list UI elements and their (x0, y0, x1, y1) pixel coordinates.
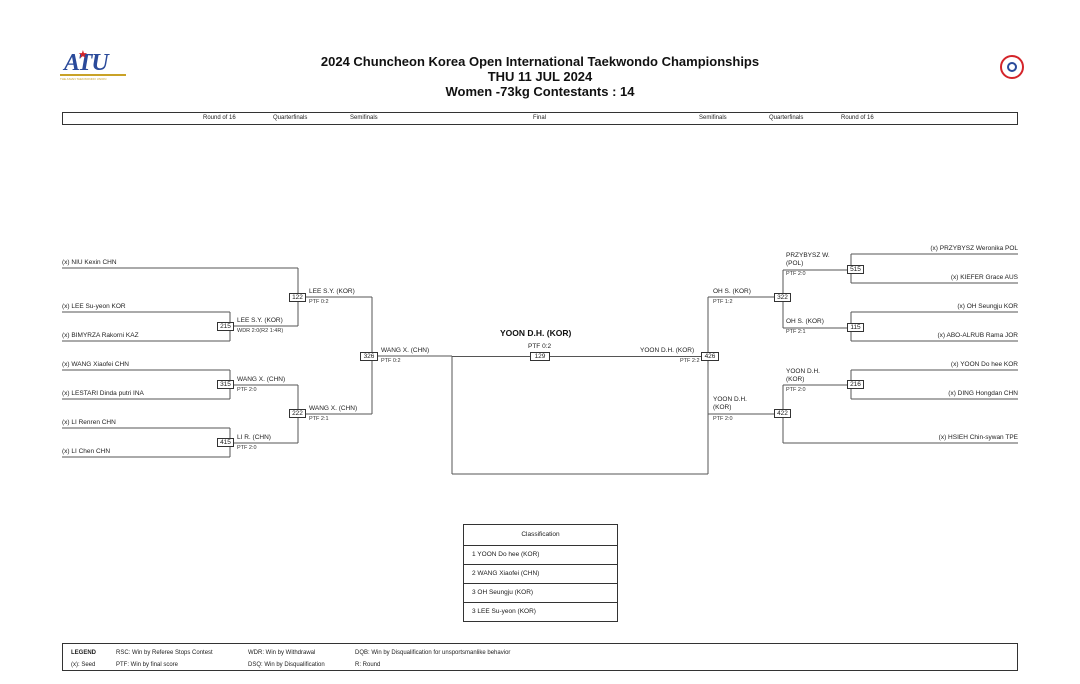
right-qf-winner-line2: (KOR) (786, 376, 805, 383)
legend-rsc: RSC: Win by Referee Stops Contest (116, 650, 213, 656)
champion-name: YOON D.H. (KOR) (500, 328, 572, 338)
legend-ptf: PTF: Win by final score (116, 662, 179, 668)
left-sf-winner: LEE S.Y. (KOR) (309, 288, 355, 295)
logo-bar (60, 74, 126, 76)
logo-star-icon: ★ (78, 49, 88, 61)
right-finalist: YOON D.H. (KOR) (640, 347, 695, 354)
left-qf-score: WDR 2:0(R2 1:4R) (237, 328, 284, 334)
left-sf-score: PTF 2:1 (309, 416, 329, 422)
left-r16-entry: (x) BIMYRZA Rakorni KAZ (62, 332, 139, 339)
left-qf-score: PTF 2:0 (237, 387, 257, 393)
match-number-box: 415 (217, 438, 234, 447)
right-finalist-score: PTF 2:2 (680, 358, 700, 364)
right-r16-entry: (x) YOON Do hee KOR (950, 361, 1018, 368)
right-sf-winner-line1: YOON D.H. (713, 396, 747, 403)
round-label-right-sf: Semifinals (699, 115, 727, 121)
right-sf-winner-line2: (KOR) (713, 404, 732, 411)
round-label-right-r16: Round of 16 (841, 115, 874, 121)
legend-label: LEGEND (71, 650, 97, 656)
logo-text: ATU (64, 50, 109, 76)
right-qf-winner-line1: PRZYBYSZ W. (786, 252, 830, 259)
right-qf-winner-line2: (POL) (786, 260, 804, 267)
final-score: PTF 0:2 (528, 343, 552, 350)
match-number-box: 426 (701, 352, 719, 361)
match-number-box: 422 (774, 409, 791, 418)
right-qf-score: PTF 2:1 (786, 329, 806, 335)
left-r16-entry: (x) LEE Su-yeon KOR (62, 303, 126, 310)
legend-dsq: DSQ: Win by Disqualification (248, 662, 325, 668)
left-r16-entry: (x) NIU Kexin CHN (62, 259, 117, 266)
match-number-box: 215 (217, 322, 234, 331)
right-r16-entry: (x) KIEFER Grace AUS (950, 274, 1018, 281)
round-label-left-r16: Round of 16 (203, 115, 236, 121)
logo-subtitle: THE ASIAN TAEKWONDO UNION (60, 77, 107, 81)
legend-round: R: Round (355, 662, 381, 668)
left-r16-entry: (x) WANG Xiaofei CHN (62, 361, 129, 368)
right-sf-score: PTF 1:2 (713, 299, 733, 305)
round-label-left-sf: Semifinals (350, 115, 378, 121)
weight-category: Women -73kg Contestants : 14 (445, 84, 635, 99)
round-label-left-qf: Quarterfinals (273, 115, 308, 121)
right-r16-entry: (x) ABO-ALRUB Rama JOR (937, 332, 1018, 339)
legend-box: LEGEND (x): Seed RSC: Win by Referee Sto… (62, 643, 1018, 671)
right-r16-entry: (x) HSIEH Chin-sywan TPE (938, 434, 1018, 441)
right-r16-entry: (x) DING Hongdan CHN (948, 390, 1018, 397)
match-number-box: 115 (847, 323, 864, 332)
match-number-box: 326 (360, 352, 378, 361)
left-sf-score: PTF 0:2 (309, 299, 329, 305)
legend-seed: (x): Seed (71, 662, 96, 668)
right-r16-entry: (x) OH Seungju KOR (957, 303, 1018, 310)
match-number-box: 222 (289, 409, 306, 418)
round-header-bar (62, 112, 1018, 125)
left-sf-winner: WANG X. (CHN) (309, 405, 358, 412)
left-qf-winner: LEE S.Y. (KOR) (237, 317, 283, 324)
round-label-right-qf: Quarterfinals (769, 115, 804, 121)
event-date: THU 11 JUL 2024 (487, 69, 593, 84)
right-qf-winner-line1: YOON D.H. (786, 368, 820, 375)
match-number-box: 515 (847, 265, 864, 274)
right-qf-score: PTF 2:0 (786, 387, 806, 393)
left-r16-entry: (x) LI Renren CHN (62, 419, 116, 426)
legend-wdr: WDR: Win by Withdrawal (248, 650, 316, 656)
atu-logo: ATU ★ THE ASIAN TAEKWONDO UNION (58, 49, 128, 82)
legend-dqb: DQB: Win by Disqualification for unsport… (355, 650, 511, 656)
left-r16-entry: (x) LI Chen CHN (62, 448, 111, 455)
left-qf-winner: LI R. (CHN) (237, 434, 271, 441)
match-number-box: 322 (774, 293, 791, 302)
left-finalist-score: PTF 0:2 (381, 358, 401, 364)
classification-row: 1 YOON Do hee (KOR) (464, 545, 617, 564)
right-qf-winner-line1: OH S. (KOR) (786, 318, 824, 325)
left-r16-entry: (x) LESTARI Dinda putri INA (62, 390, 144, 397)
federation-emblem-icon (1000, 55, 1024, 79)
match-number-box: 315 (217, 380, 234, 389)
round-label-final: Final (533, 115, 547, 121)
classification-row: 2 WANG Xiaofei (CHN) (464, 564, 617, 583)
final-match-number-box: 129 (530, 352, 550, 361)
classification-row: 3 LEE Su-yeon (KOR) (464, 602, 617, 621)
page-title: 2024 Chuncheon Korea Open International … (320, 54, 760, 69)
right-sf-winner: OH S. (KOR) (713, 288, 751, 295)
right-qf-score: PTF 2:0 (786, 271, 806, 277)
left-qf-winner: WANG X. (CHN) (237, 376, 286, 383)
right-sf-score: PTF 2:0 (713, 416, 733, 422)
final-connector (452, 356, 708, 357)
classification-table: Classification 1 YOON Do hee (KOR) 2 WAN… (463, 524, 618, 622)
left-finalist: WANG X. (CHN) (381, 347, 430, 354)
match-number-box: 122 (289, 293, 306, 302)
right-r16-entry: (x) PRZYBYSZ Weronika POL (930, 245, 1018, 252)
match-number-box: 216 (847, 380, 864, 389)
classification-title: Classification (521, 531, 560, 538)
classification-row: 3 OH Seungju (KOR) (464, 583, 617, 602)
left-qf-score: PTF 2:0 (237, 445, 257, 451)
